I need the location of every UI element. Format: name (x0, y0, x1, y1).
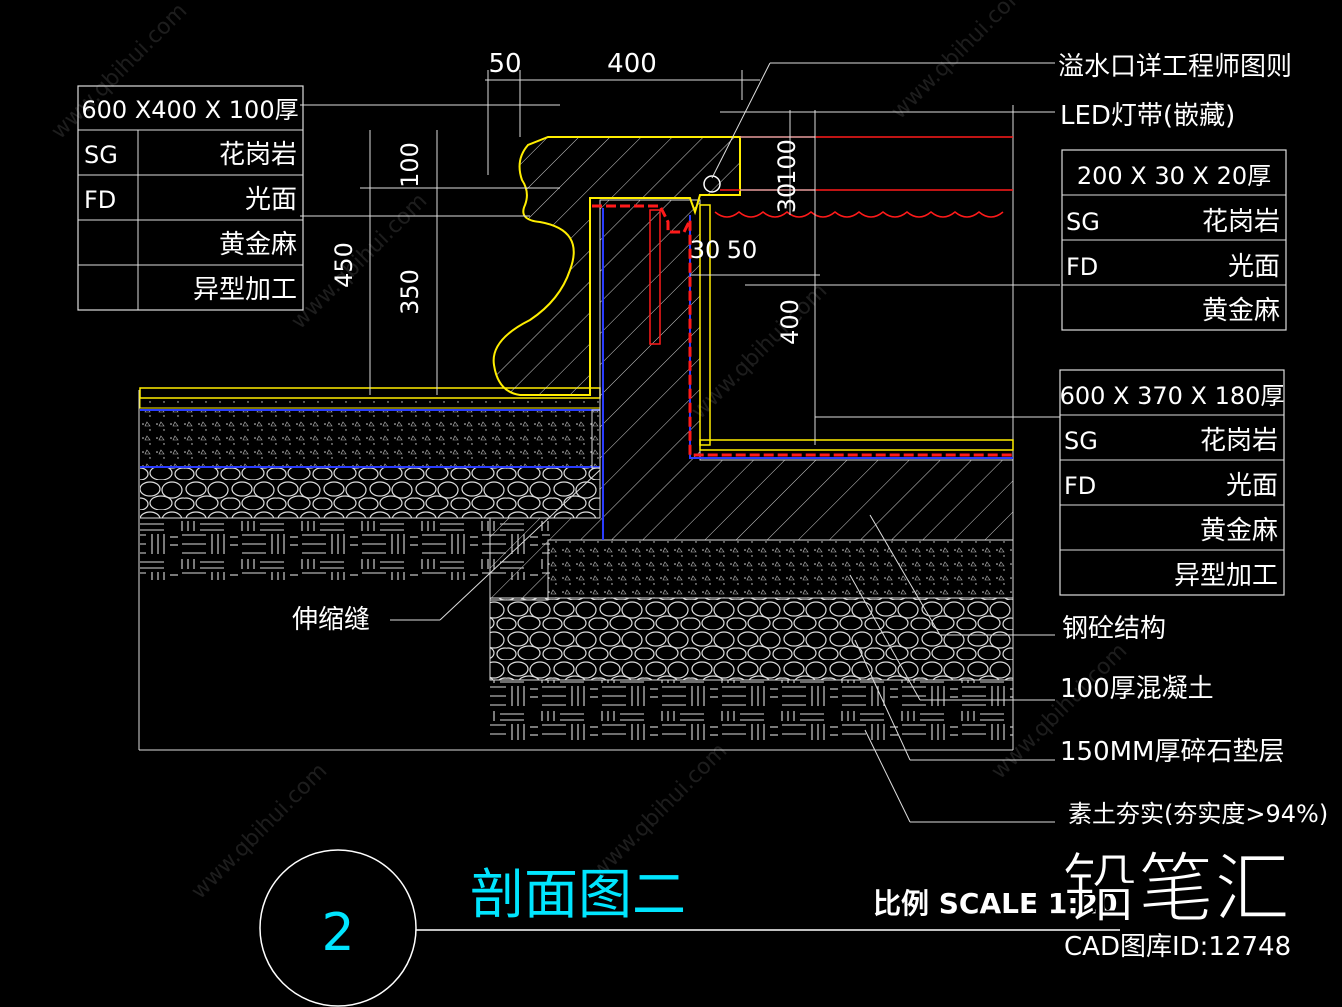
left-soil-layer (140, 518, 550, 580)
gravel-callout: 150MM厚碎石垫层 (1060, 737, 1285, 767)
watermark-text: www.qbihui.com (887, 0, 1033, 124)
dim-30-bottom: 30 (690, 236, 721, 264)
right-top-table-value: 黄金麻 (1202, 296, 1280, 326)
right-top-table-value: 光面 (1228, 252, 1280, 282)
right-top-table-code: SG (1066, 208, 1100, 236)
logo-watermark: 铅笔汇 (1062, 844, 1290, 933)
dim-100-right: 100 (773, 139, 801, 185)
left-table-code: SG (84, 141, 118, 169)
left-table-code: FD (84, 186, 116, 214)
dim-400-top: 400 (607, 49, 657, 79)
right-bottom-table-value: 异型加工 (1174, 561, 1278, 591)
pool-floor-tile (699, 439, 1014, 451)
led-callout: LED灯带(嵌藏) (1060, 101, 1235, 131)
water-surface (714, 211, 1004, 218)
base-concrete (547, 539, 1014, 599)
base-gravel (489, 597, 1014, 681)
scale-label: 比例 SCALE 1:20 (873, 887, 1118, 920)
dim-400-right: 400 (776, 299, 804, 345)
dimension-lines (300, 70, 820, 445)
section-title: 剖面图二 (470, 863, 686, 926)
dim-100-left: 100 (396, 142, 424, 188)
soil-callout: 素土夯实(夯实度>94%) (1068, 800, 1328, 828)
dim-450: 450 (330, 242, 358, 288)
dim-50-top: 50 (488, 49, 521, 79)
leader-lines (300, 62, 1060, 823)
led-strip (703, 175, 721, 193)
concrete-callout: 100厚混凝土 (1060, 674, 1214, 704)
right-bottom-table-header: 600 X 370 X 180厚 (1060, 382, 1285, 410)
dim-50-bottom: 50 (727, 236, 758, 264)
left-gravel-layer (140, 468, 600, 518)
left-table-header: 600 X400 X 100厚 (81, 96, 298, 124)
watermark-text: www.qbihui.com (687, 279, 833, 425)
right-bottom-table-code: FD (1064, 472, 1096, 500)
overflow-callout: 溢水口详工程师图则 (1058, 52, 1292, 82)
right-bottom-table-value: 黄金麻 (1200, 516, 1278, 546)
left-table-value: 异型加工 (193, 275, 297, 305)
watermark-text: www.qbihui.com (187, 759, 333, 905)
right-bottom-table-value: 花岗岩 (1200, 426, 1278, 456)
right-top-table-value: 花岗岩 (1202, 207, 1280, 237)
left-material-table: 600 X400 X 100厚 SG 花岗岩 FD 光面 黄金麻 异型加工 (77, 85, 304, 311)
right-bottom-table-value: 光面 (1226, 471, 1278, 501)
base-soil (490, 680, 1013, 740)
right-top-table-code: FD (1066, 253, 1098, 281)
left-table-value: 花岗岩 (219, 140, 297, 170)
cad-id: CAD图库ID:12748 (1064, 932, 1291, 962)
expansion-joint-callout: 伸缩缝 (292, 605, 370, 635)
structure-callout: 钢砼结构 (1062, 614, 1166, 644)
left-table-value: 黄金麻 (219, 230, 297, 260)
right-top-table-header: 200 X 30 X 20厚 (1077, 162, 1271, 190)
drain-slot (649, 209, 661, 345)
right-bottom-material-table: 600 X 370 X 180厚 SG 花岗岩 FD 光面 黄金麻 异型加工 (1059, 369, 1285, 596)
left-concrete-layer (140, 410, 600, 467)
detail-number: 2 (321, 903, 354, 963)
title-block: 2 剖面图二 比例 SCALE 1:20 (259, 849, 1120, 1007)
left-table-value: 光面 (245, 185, 297, 215)
wall-cladding (699, 204, 711, 446)
right-top-material-table: 200 X 30 X 20厚 SG 花岗岩 FD 光面 黄金麻 (1061, 149, 1287, 331)
right-bottom-table-code: SG (1064, 427, 1098, 455)
dim-350: 350 (396, 269, 424, 315)
detail-number-circle (259, 849, 417, 1007)
dim-30-right: 30 (773, 183, 801, 214)
